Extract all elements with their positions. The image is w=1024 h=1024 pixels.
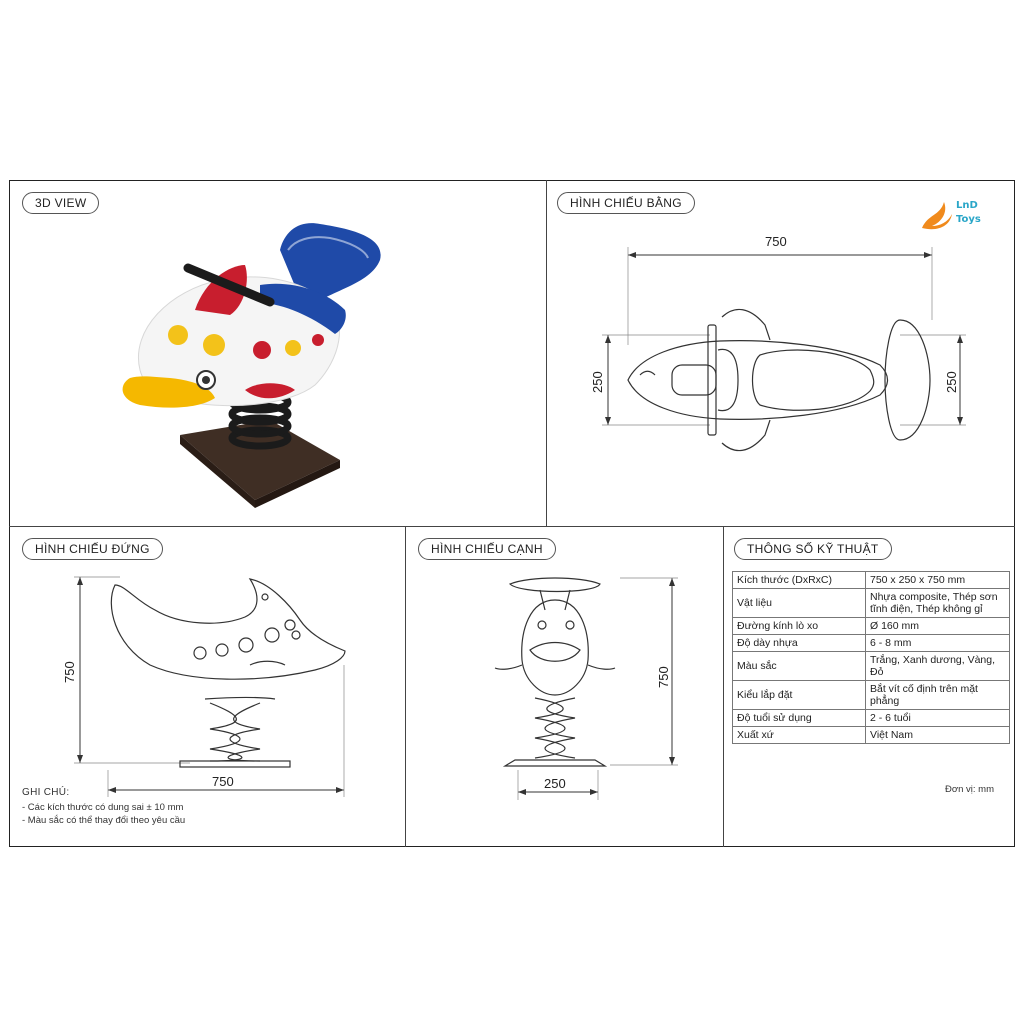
spec-value: Ø 160 mm — [865, 617, 1010, 635]
spec-value: 2 - 6 tuổi — [865, 709, 1010, 727]
top-view-drawing: 750 250 250 — [590, 234, 966, 452]
notes-block: GHI CHÚ: - Các kích thước có dung sai ± … — [22, 786, 185, 827]
spec-key: Độ tuổi sử dụng — [732, 709, 866, 727]
spec-value: 750 x 250 x 750 mm — [865, 571, 1010, 589]
dim-top-length: 750 — [765, 234, 787, 249]
spec-value: Việt Nam — [865, 726, 1010, 744]
drawing-sheet — [9, 180, 1015, 847]
logo-text-lnd: LnD — [956, 200, 978, 211]
spec-value: Trắng, Xanh dương, Vàng, Đỏ — [865, 651, 1010, 681]
dim-top-width-left: 250 — [590, 371, 605, 393]
divider-vertical-bottom-2 — [723, 526, 724, 847]
divider-vertical-bottom-1 — [405, 526, 406, 847]
side-view-drawing: 750 250 — [494, 577, 678, 800]
notes-title: GHI CHÚ: — [22, 787, 70, 798]
panel-label-spec: THÔNG SỐ KỸ THUẬT — [734, 538, 892, 560]
spec-key: Màu sắc — [732, 651, 866, 681]
spec-key: Độ dày nhựa — [732, 634, 866, 652]
unit-note: Đơn vị: mm — [945, 784, 994, 795]
dim-front-length: 750 — [212, 774, 234, 789]
flame-icon — [922, 202, 952, 230]
spec-key: Kích thước (DxRxC) — [732, 571, 866, 589]
note-line: - Màu sắc có thể thay đổi theo yêu cầu — [22, 815, 186, 826]
spec-value: 6 - 8 mm — [865, 634, 1010, 652]
dim-top-width-right: 250 — [944, 371, 959, 393]
dim-side-width: 250 — [544, 776, 566, 791]
dim-front-height: 750 — [62, 661, 77, 683]
spec-key: Xuất xứ — [732, 726, 866, 744]
dolphin-3d-illustration — [122, 223, 381, 508]
panel-label-front-view: HÌNH CHIẾU ĐỨNG — [22, 538, 163, 560]
spec-table: Kích thước (DxRxC)750 x 250 x 750 mm Vật… — [732, 571, 1010, 744]
spec-key: Vật liệu — [732, 588, 866, 618]
divider-horizontal — [9, 526, 1015, 527]
spec-key: Kiểu lắp đặt — [732, 680, 866, 710]
spec-value: Bắt vít cố định trên mặt phẳng — [865, 680, 1010, 710]
divider-vertical-top — [546, 180, 547, 526]
spec-key: Đường kính lò xo — [732, 617, 866, 635]
panel-label-3d-view: 3D VIEW — [22, 192, 100, 214]
spec-value: Nhựa composite, Thép sơn tĩnh điện, Thép… — [865, 588, 1010, 618]
note-line: - Các kích thước có dung sai ± 10 mm — [22, 802, 184, 813]
logo-text-toys: Toys — [956, 214, 981, 225]
dim-side-height: 750 — [656, 666, 671, 688]
table-row: Kích thước (DxRxC)750 x 250 x 750 mm — [732, 571, 1010, 589]
panel-label-side-view: HÌNH CHIẾU CẠNH — [418, 538, 556, 560]
panel-label-top-view: HÌNH CHIẾU BẰNG — [557, 192, 695, 214]
brand-logo: LnD Toys — [918, 196, 994, 236]
front-view-drawing: 750 750 — [62, 576, 346, 797]
